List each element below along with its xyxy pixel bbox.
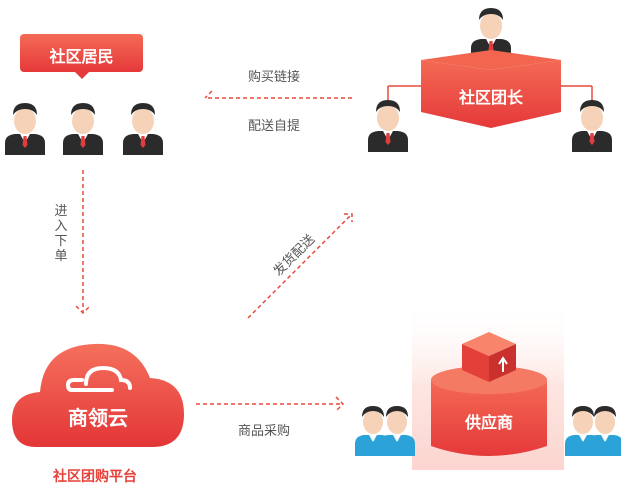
- residents-badge: [20, 34, 143, 79]
- leader-node: [368, 8, 612, 152]
- person-icon: [123, 103, 163, 155]
- enter-order-char: 进: [54, 204, 68, 219]
- connectors: [75, 90, 353, 412]
- enter-order-char: 单: [54, 249, 68, 264]
- supplier-node: [412, 300, 564, 470]
- enter-order-arrow: [75, 305, 91, 315]
- residents-group: [5, 103, 163, 155]
- residents-label: 社区居民: [49, 47, 114, 66]
- delivery-pickup-label: 配送自提: [248, 119, 301, 134]
- cloud-icon: [65, 365, 132, 392]
- platform-label: 商领云: [68, 406, 128, 430]
- enter-order-label: 进入下单: [53, 204, 69, 264]
- platform-caption: 社区团购平台: [53, 469, 137, 485]
- person-icon: [5, 103, 45, 155]
- box-icon: [462, 332, 516, 382]
- person-icon: [572, 100, 612, 152]
- leader-label: 社区团长: [458, 88, 523, 107]
- person-icon: [63, 103, 103, 155]
- person-icon: [379, 406, 415, 456]
- enter-order-char: 下: [54, 234, 68, 249]
- platform-node: [12, 343, 184, 447]
- procurement-label: 商品采购: [238, 424, 291, 439]
- enter-order-char: 入: [54, 219, 68, 234]
- purchase-link-arrow: [204, 90, 213, 99]
- ship-delivery-line: [247, 213, 353, 319]
- supplier-label: 供应商: [464, 413, 513, 432]
- procurement-arrow: [335, 396, 345, 412]
- person-icon: [368, 100, 408, 152]
- ship-delivery-arrow: [344, 213, 353, 222]
- purchase-link-label: 购买链接: [248, 70, 301, 85]
